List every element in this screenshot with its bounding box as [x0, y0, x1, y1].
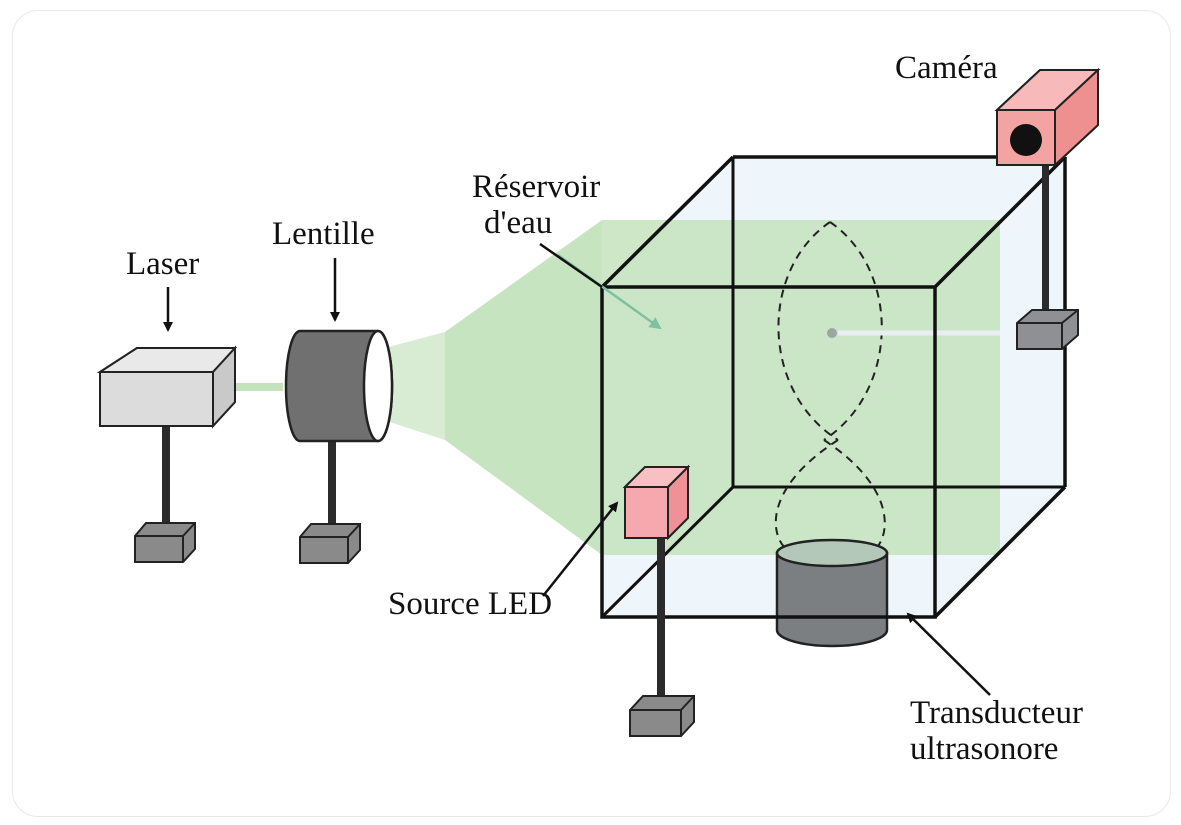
transducer-label-line2: ultrasonore — [910, 730, 1059, 767]
transducer-label: Transducteur ultrasonore — [910, 695, 1083, 767]
laser-label: Laser — [126, 246, 200, 282]
reservoir-label: Réservoir d'eau — [472, 169, 601, 241]
lens-base — [299, 523, 361, 564]
beam-cone — [445, 220, 602, 555]
led-source-label: Source LED — [388, 586, 553, 622]
levitated-particle — [827, 328, 837, 338]
led-base — [629, 695, 695, 737]
camera-label: Caméra — [895, 50, 998, 86]
camera-lens-icon — [1010, 124, 1042, 156]
reservoir-arrow-tail — [539, 242, 603, 289]
transducer-arrow — [906, 612, 991, 696]
ultrasonic-transducer — [775, 538, 889, 648]
beam-sheet-in-tank — [602, 220, 1000, 555]
led-source — [622, 464, 695, 737]
laser-base — [134, 522, 196, 563]
laser-sheet — [233, 220, 1000, 555]
reservoir-label-line2: d'eau — [484, 204, 553, 241]
laser-device — [96, 345, 238, 563]
lens-label: Lentille — [272, 216, 375, 252]
camera-mount — [1016, 160, 1079, 350]
tank-back-edges — [600, 157, 1065, 619]
transducer-label-line1: Transducteur — [910, 695, 1083, 731]
beam-cone-near — [377, 332, 445, 440]
levitated-particle-group — [827, 328, 1000, 338]
laser-to-lens-beam — [233, 383, 283, 391]
camera-device — [994, 67, 1101, 168]
lens-device — [284, 329, 394, 564]
pointer-arrows — [163, 258, 991, 696]
reservoir-label-line1: Réservoir — [472, 169, 601, 205]
led-arrow — [542, 501, 619, 597]
